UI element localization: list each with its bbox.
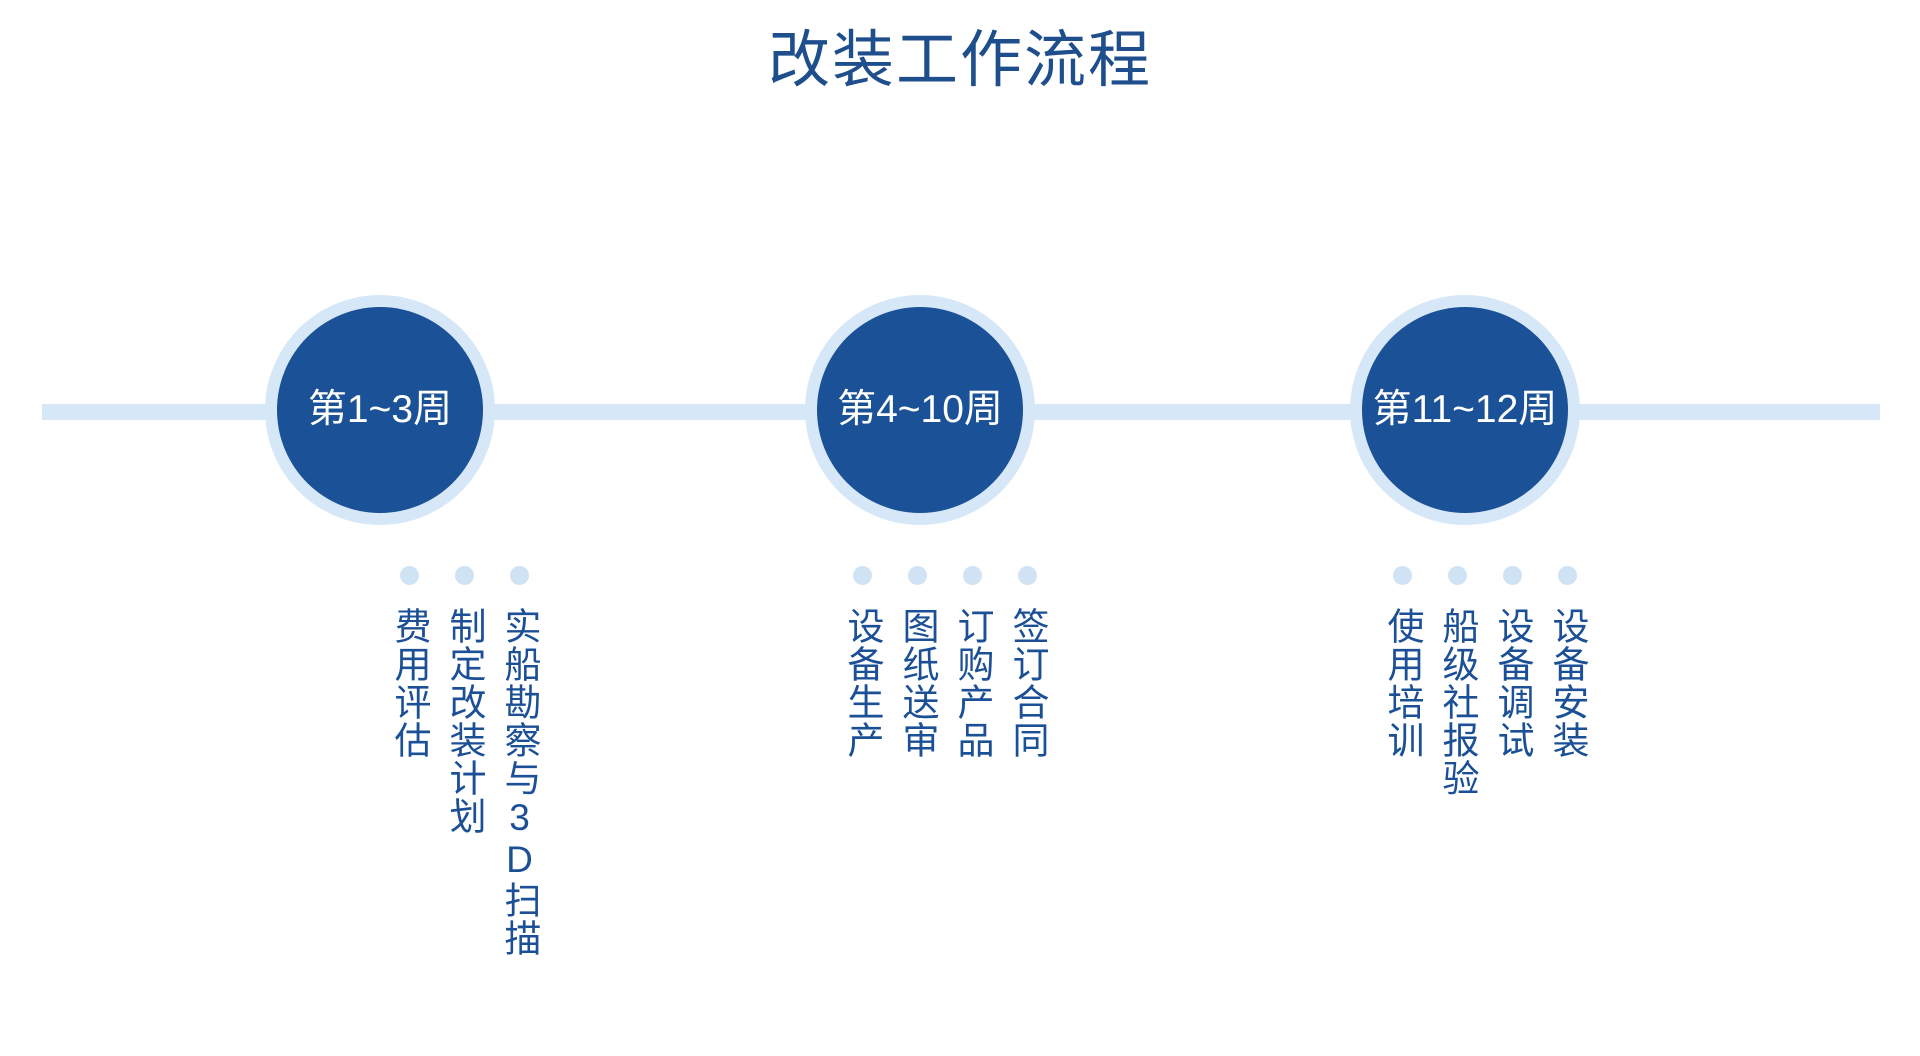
task-label: 制定改装计划	[444, 607, 485, 835]
task-label: 船级社报验	[1437, 607, 1478, 797]
task-group-3: 设备安装 设备调试 船级社报验 使用培训	[1335, 566, 1595, 1036]
task-item[interactable]: 制定改装计划	[437, 566, 492, 835]
timeline-stage-1: 第1~3周 实船勘察与3D扫描 制定改装计划 费用评估	[165, 0, 625, 1056]
task-label: 设备生产	[842, 607, 883, 759]
task-group-2: 签订合同 订购产品 图纸送审 设备生产	[795, 566, 1055, 1036]
milestone-circle-2[interactable]: 第4~10周	[805, 295, 1035, 525]
task-label: 图纸送审	[897, 607, 938, 759]
task-item[interactable]: 船级社报验	[1430, 566, 1485, 797]
timeline-stage-2: 第4~10周 签订合同 订购产品 图纸送审 设备生产	[705, 0, 1165, 1056]
task-dot-icon	[1018, 566, 1037, 585]
task-item[interactable]: 订购产品	[945, 566, 1000, 759]
task-dot-icon	[963, 566, 982, 585]
task-item[interactable]: 实船勘察与3D扫描	[492, 566, 547, 957]
milestone-inner-3: 第11~12周	[1362, 307, 1568, 513]
milestone-label-2: 第4~10周	[837, 388, 1003, 431]
task-label: 实船勘察与3D扫描	[499, 607, 540, 957]
task-dot-icon	[510, 566, 529, 585]
task-label: 设备调试	[1492, 607, 1533, 759]
task-label: 使用培训	[1382, 607, 1423, 759]
task-dot-icon	[400, 566, 419, 585]
milestone-circle-1[interactable]: 第1~3周	[265, 295, 495, 525]
task-item[interactable]: 图纸送审	[890, 566, 945, 759]
task-item[interactable]: 设备调试	[1485, 566, 1540, 759]
task-label: 签订合同	[1007, 607, 1048, 759]
milestone-inner-1: 第1~3周	[277, 307, 483, 513]
task-dot-icon	[1448, 566, 1467, 585]
task-dot-icon	[1393, 566, 1412, 585]
task-dot-icon	[853, 566, 872, 585]
milestone-label-3: 第11~12周	[1372, 388, 1558, 431]
milestone-inner-2: 第4~10周	[817, 307, 1023, 513]
task-label: 订购产品	[952, 607, 993, 759]
task-group-1: 实船勘察与3D扫描 制定改装计划 费用评估	[287, 566, 547, 1036]
task-label: 费用评估	[389, 607, 430, 759]
task-label: 设备安装	[1547, 607, 1588, 759]
task-item[interactable]: 设备安装	[1540, 566, 1595, 759]
task-item[interactable]: 费用评估	[382, 566, 437, 759]
task-item[interactable]: 设备生产	[835, 566, 890, 759]
page-title: 改装工作流程	[767, 26, 1152, 95]
task-dot-icon	[1558, 566, 1577, 585]
milestone-label-1: 第1~3周	[307, 388, 453, 431]
milestone-circle-3[interactable]: 第11~12周	[1350, 295, 1580, 525]
task-dot-icon	[1503, 566, 1522, 585]
task-item[interactable]: 签订合同	[1000, 566, 1055, 759]
task-item[interactable]: 使用培训	[1375, 566, 1430, 759]
task-dot-icon	[455, 566, 474, 585]
task-dot-icon	[908, 566, 927, 585]
timeline-stage-3: 第11~12周 设备安装 设备调试 船级社报验 使用培训	[1250, 0, 1710, 1056]
